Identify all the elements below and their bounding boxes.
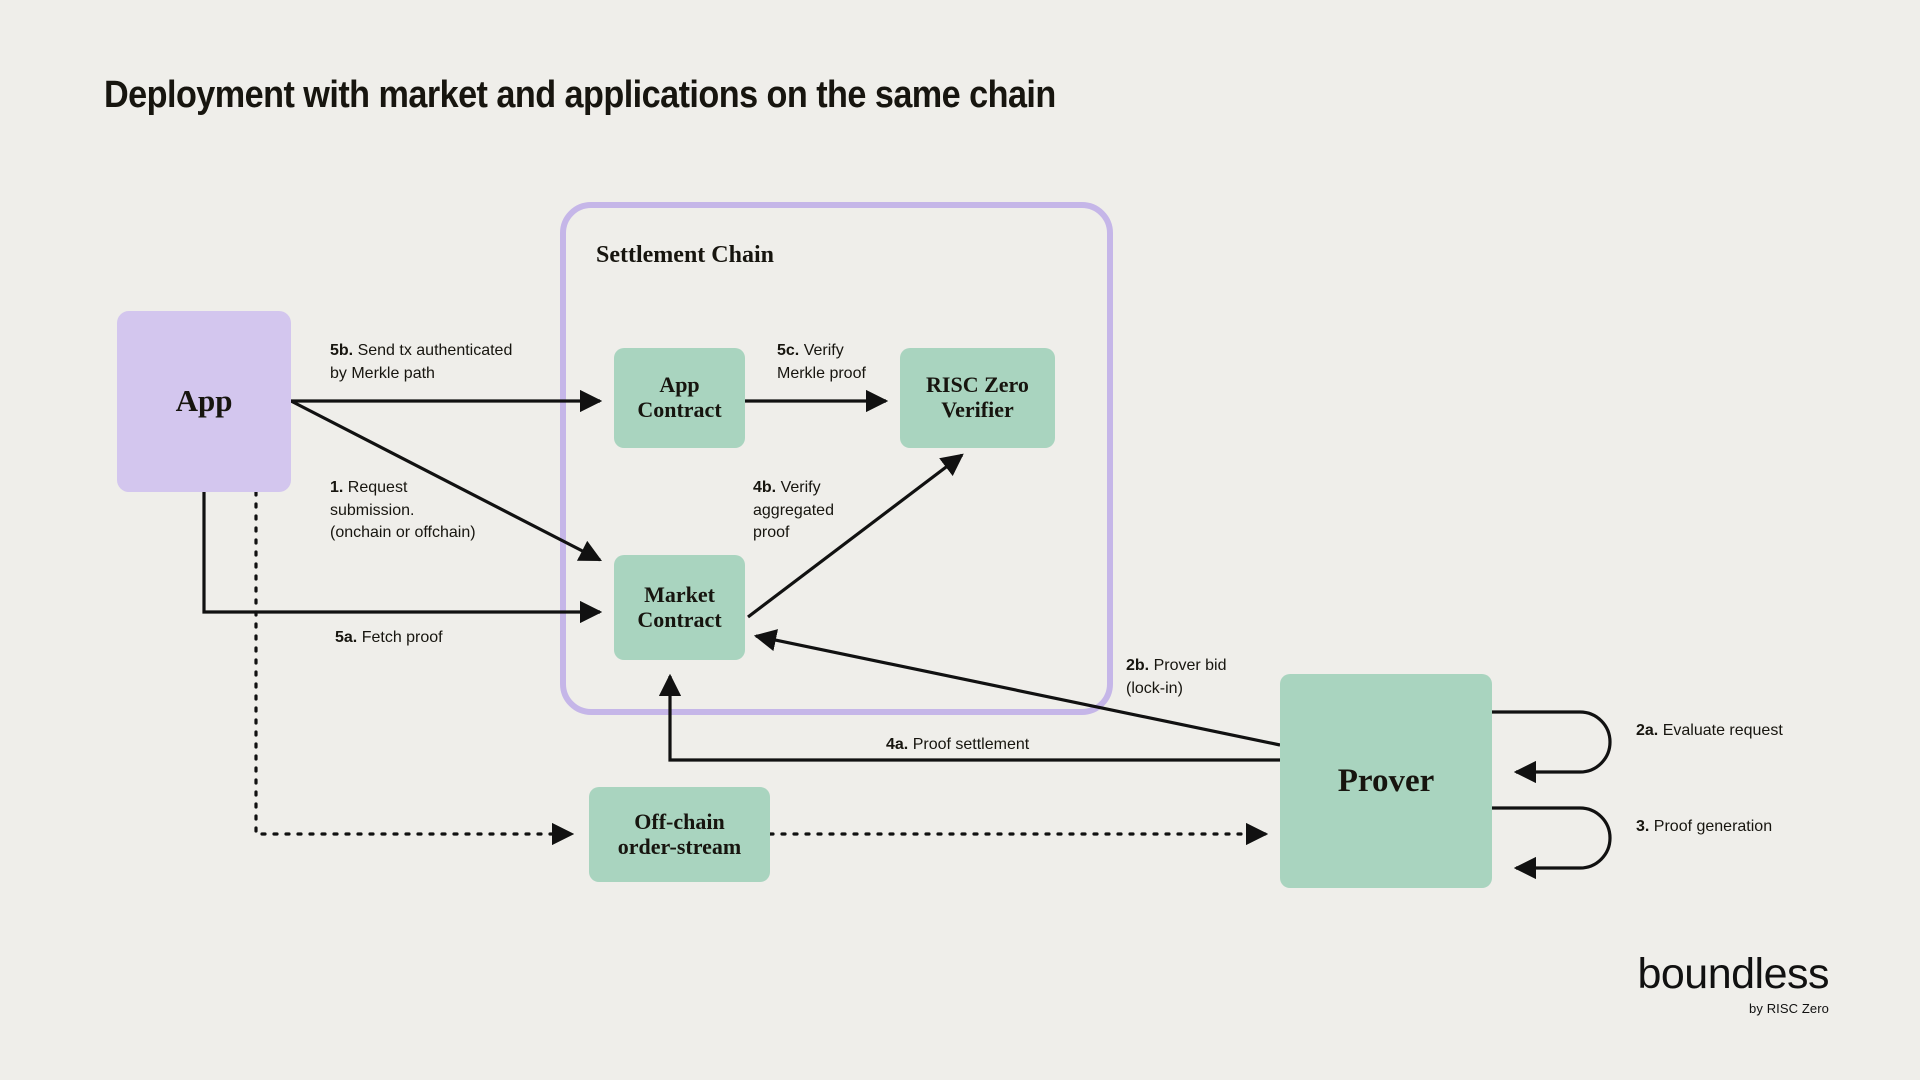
edge-prover-to-market-contract-settlement	[658, 673, 1280, 762]
edge-text-1: Request submission. (onchain or offchain…	[330, 479, 476, 542]
node-app-contract[interactable]: App Contract	[614, 348, 745, 448]
edge-step-1: 1.	[330, 479, 344, 496]
edge-step-4b: 4b.	[753, 479, 777, 496]
edge-label-1: 1. Request submission. (onchain or offch…	[330, 477, 530, 545]
edge-text-4b: Verify aggregated proof	[753, 479, 834, 542]
edge-prover-self-loop-evaluate	[1492, 710, 1612, 784]
edge-text-4a: Proof settlement	[908, 736, 1030, 753]
page-title: Deployment with market and applications …	[104, 74, 1056, 116]
node-market-contract[interactable]: Market Contract	[614, 555, 745, 660]
edge-text-3: Proof generation	[1649, 818, 1773, 835]
edge-label-3: 3. Proof generation	[1636, 816, 1876, 839]
edge-text-2b: Prover bid (lock-in)	[1126, 657, 1227, 697]
boundless-logo: boundless by RISC Zero	[1609, 950, 1829, 1017]
settlement-chain-label: Settlement Chain	[596, 242, 774, 268]
edge-step-2b: 2b.	[1126, 657, 1150, 674]
edge-label-5c: 5c. Verify Merkle proof	[777, 340, 907, 385]
edge-prover-self-loop-proof-generation	[1492, 806, 1612, 880]
edge-market-contract-to-verifier	[747, 453, 964, 619]
edge-step-5a: 5a.	[335, 629, 358, 646]
edge-app-to-market-contract	[290, 399, 602, 562]
edge-label-5a: 5a. Fetch proof	[335, 627, 555, 650]
edge-step-3: 3.	[1636, 818, 1650, 835]
node-risc-zero-verifier[interactable]: RISC Zero Verifier	[900, 348, 1055, 448]
edge-app-to-market-contract-fetch	[202, 492, 603, 624]
logo-tagline: by RISC Zero	[1749, 1001, 1829, 1016]
edge-label-2b: 2b. Prover bid (lock-in)	[1126, 655, 1276, 700]
edge-step-2a: 2a.	[1636, 722, 1659, 739]
edge-step-4a: 4a.	[886, 736, 909, 753]
edge-step-5b: 5b.	[330, 342, 354, 359]
node-prover[interactable]: Prover	[1280, 674, 1492, 888]
node-app[interactable]: App	[117, 311, 291, 492]
edge-text-5a: Fetch proof	[357, 629, 443, 646]
edge-label-4b: 4b. Verify aggregated proof	[753, 477, 883, 545]
settlement-chain-group	[560, 202, 1113, 715]
edge-label-4a: 4a. Proof settlement	[886, 734, 1106, 757]
logo-wordmark: boundless	[1637, 950, 1829, 998]
edge-label-5b: 5b. Send tx authenticated by Merkle path	[330, 340, 560, 385]
edge-text-2a: Evaluate request	[1658, 722, 1783, 739]
edge-text-5b: Send tx authenticated by Merkle path	[330, 342, 513, 382]
edge-app-to-order-stream-dotted	[254, 490, 575, 846]
edge-label-2a: 2a. Evaluate request	[1636, 720, 1876, 743]
edge-prover-to-market-contract	[753, 629, 1281, 747]
node-off-chain-order-stream[interactable]: Off-chain order-stream	[589, 787, 770, 882]
edge-text-5c: Verify Merkle proof	[777, 342, 866, 382]
edge-step-5c: 5c.	[777, 342, 800, 359]
